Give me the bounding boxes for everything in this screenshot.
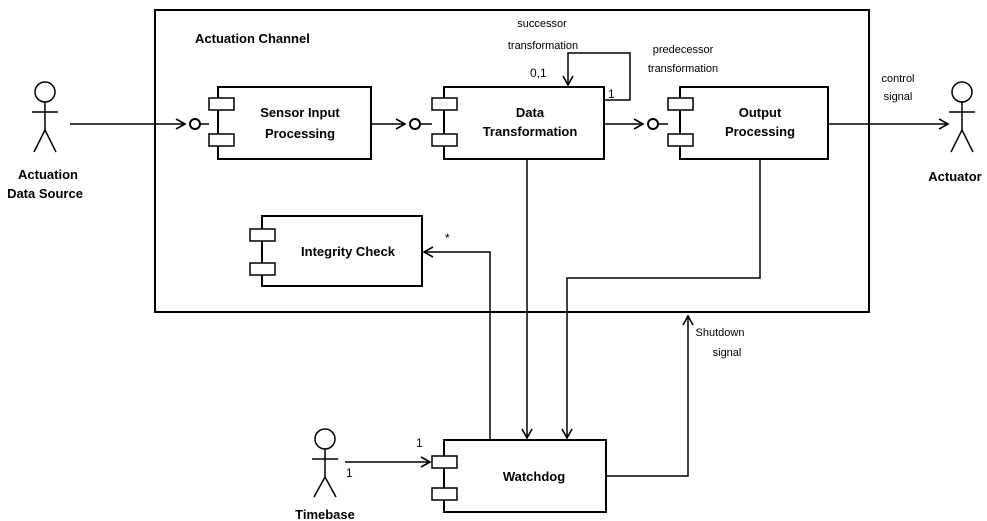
component-tab-icon (208, 97, 235, 111)
connector-transform-to-output (604, 118, 668, 130)
component-tab-icon (667, 133, 694, 147)
component-tab-icon (667, 97, 694, 111)
actor-timebase[interactable]: Timebase (295, 428, 355, 521)
output-processing-label-line2: Processing (725, 124, 795, 139)
actor-data-source[interactable]: Actuation Data Source (7, 81, 83, 201)
component-tab-icon (431, 455, 458, 469)
self-loop-transformation (562, 52, 631, 101)
interface-ball-icon (189, 118, 201, 130)
sensor-input-label-line1: Sensor Input (260, 105, 340, 120)
stick-figure-icon (32, 81, 58, 153)
actor-timebase-label: Timebase (295, 507, 355, 521)
actor-actuator[interactable]: Actuator (928, 81, 982, 184)
actor-actuator-label: Actuator (928, 169, 981, 184)
interface-ball-icon (647, 118, 659, 130)
multiplicity-timebase-watchdog: 1 (416, 436, 423, 450)
integrity-check-component[interactable]: Integrity Check (249, 215, 423, 287)
multiplicity-star: * (445, 231, 450, 245)
connector-watchdog-shutdown (606, 314, 694, 477)
actor-data-source-line2: Data Source (7, 186, 83, 201)
component-tab-icon (249, 228, 276, 242)
successor-label-line1: successor (517, 18, 567, 30)
data-transformation-component[interactable]: Data Transformation (431, 86, 605, 160)
component-tab-icon (249, 262, 276, 276)
actuation-channel-container: Actuation Channel (154, 9, 870, 313)
stick-figure-icon (949, 81, 975, 153)
control-signal-line2: signal (884, 91, 913, 103)
interface-ball-icon (409, 118, 421, 130)
container-title: Actuation Channel (195, 31, 310, 46)
connector-output-to-watchdog (561, 159, 761, 440)
sensor-input-processing-component[interactable]: Sensor Input Processing (208, 86, 372, 160)
watchdog-label: Watchdog (503, 469, 565, 484)
data-transformation-label-line1: Data (516, 105, 545, 120)
connector-sensor-to-transform (371, 118, 432, 130)
actor-data-source-line1: Actuation (18, 167, 78, 182)
data-transformation-label-line2: Transformation (483, 124, 578, 139)
shutdown-signal-line2: signal (713, 347, 742, 359)
predecessor-label-line2: transformation (648, 63, 718, 75)
watchdog-component[interactable]: Watchdog (431, 439, 607, 513)
successor-label-line2: transformation (508, 40, 578, 52)
connector-watchdog-to-integrity (422, 246, 491, 440)
control-signal-line1: control (881, 73, 914, 85)
component-tab-icon (431, 487, 458, 501)
multiplicity-predecessor: 1 (608, 87, 615, 101)
multiplicity-timebase-actor: 1 (346, 466, 353, 480)
multiplicity-successor: 0,1 (530, 66, 547, 80)
component-tab-icon (208, 133, 235, 147)
output-processing-label-line1: Output (739, 105, 782, 120)
shutdown-signal-line1: Shutdown (696, 327, 745, 339)
stick-figure-icon (312, 428, 338, 498)
sensor-input-label-line2: Processing (265, 126, 335, 141)
integrity-check-label: Integrity Check (301, 244, 396, 259)
predecessor-label-line1: predecessor (653, 44, 714, 56)
connector-source-to-sensor (70, 118, 209, 130)
component-tab-icon (431, 97, 458, 111)
component-tab-icon (431, 133, 458, 147)
output-processing-component[interactable]: Output Processing (667, 86, 829, 160)
